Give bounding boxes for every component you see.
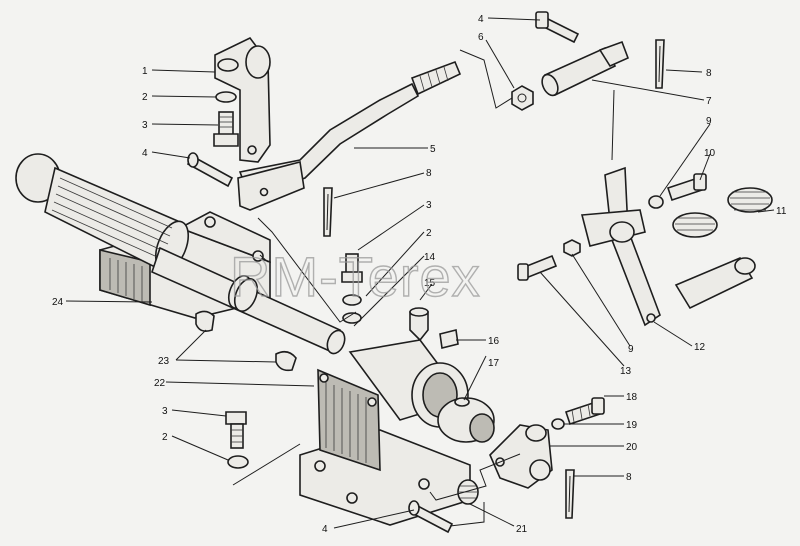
callout-labels: 1 2 3 4 4 6 8 7 5 9 10 11 8 3 2 14 15 16… [52, 14, 787, 535]
callout-8-top: 8 [706, 68, 712, 79]
ball-joint-17 [437, 397, 495, 443]
callout-22: 22 [154, 378, 166, 389]
callout-24: 24 [52, 297, 64, 308]
callout-4-bottom: 4 [322, 524, 328, 535]
washer-19 [551, 418, 565, 430]
callout-4-top: 4 [478, 14, 484, 25]
bolt-10 [666, 173, 707, 202]
bolt-3-top [213, 111, 239, 147]
callout-4-left: 4 [142, 148, 148, 159]
callout-8-mid: 8 [426, 168, 432, 179]
washer-14 [342, 312, 362, 324]
callout-8-bottom: 8 [626, 472, 632, 483]
nut-9-mid [563, 239, 581, 257]
pin-4-left [186, 152, 234, 188]
callout-6: 6 [478, 32, 484, 43]
fork-20 [489, 424, 553, 489]
callout-2-mid: 2 [426, 228, 432, 239]
callout-3-mid: 3 [426, 200, 432, 211]
bolt-13 [517, 254, 558, 281]
callout-9-top: 9 [706, 116, 712, 127]
callout-10: 10 [704, 148, 716, 159]
callout-11: 11 [776, 206, 787, 217]
lower-bracket-22 [299, 339, 471, 526]
washer-2-top [215, 91, 237, 103]
pin-4-bottom [408, 500, 454, 534]
callout-12: 12 [694, 342, 706, 353]
key-23-left [195, 310, 215, 332]
washer-9-top [648, 195, 664, 209]
callout-5: 5 [430, 144, 436, 155]
grease-fitting-16 [439, 329, 459, 349]
callout-15: 15 [424, 278, 436, 289]
callout-2-bottom: 2 [162, 432, 168, 443]
bushing-21 [457, 479, 479, 505]
callout-3-bottom: 3 [162, 406, 168, 417]
callout-18: 18 [626, 392, 638, 403]
cotter-pin-8-top [655, 39, 665, 89]
bolt-3-bottom [225, 411, 247, 449]
callout-23: 23 [158, 356, 170, 367]
lever-12 [580, 166, 661, 327]
grease-fitting-15 [409, 307, 429, 342]
key-23-right [275, 350, 297, 372]
callout-13: 13 [620, 366, 632, 377]
callout-2-top: 2 [142, 92, 148, 103]
clevis-7 [541, 40, 630, 97]
assembly-lines [232, 49, 615, 527]
spring-11 [672, 187, 773, 238]
bolt-3-mid [341, 253, 363, 283]
callout-1: 1 [142, 66, 148, 77]
nut-6 [511, 85, 534, 111]
callout-21: 21 [516, 524, 528, 535]
callout-9-mid: 9 [628, 344, 634, 355]
cotter-pin-8-mid [323, 187, 333, 237]
watermark-text: RM-Terex [230, 245, 481, 308]
pin-4-top [535, 11, 580, 44]
callout-7: 7 [706, 96, 712, 107]
washer-2-bottom [227, 455, 249, 469]
callout-14: 14 [424, 252, 436, 263]
callout-3-top: 3 [142, 120, 148, 131]
control-rod-5 [237, 60, 462, 211]
washer-2-mid [342, 294, 362, 306]
callout-20: 20 [626, 442, 638, 453]
bolt-18 [564, 397, 605, 426]
callout-17: 17 [488, 358, 500, 369]
callout-16: 16 [488, 336, 500, 347]
clevis-right [674, 256, 756, 310]
leader-lines [65, 17, 775, 529]
splined-shaft [151, 246, 346, 355]
cotter-pin-8-bottom [565, 469, 575, 519]
clamp-lever-1 [214, 36, 271, 163]
callout-19: 19 [626, 420, 638, 431]
